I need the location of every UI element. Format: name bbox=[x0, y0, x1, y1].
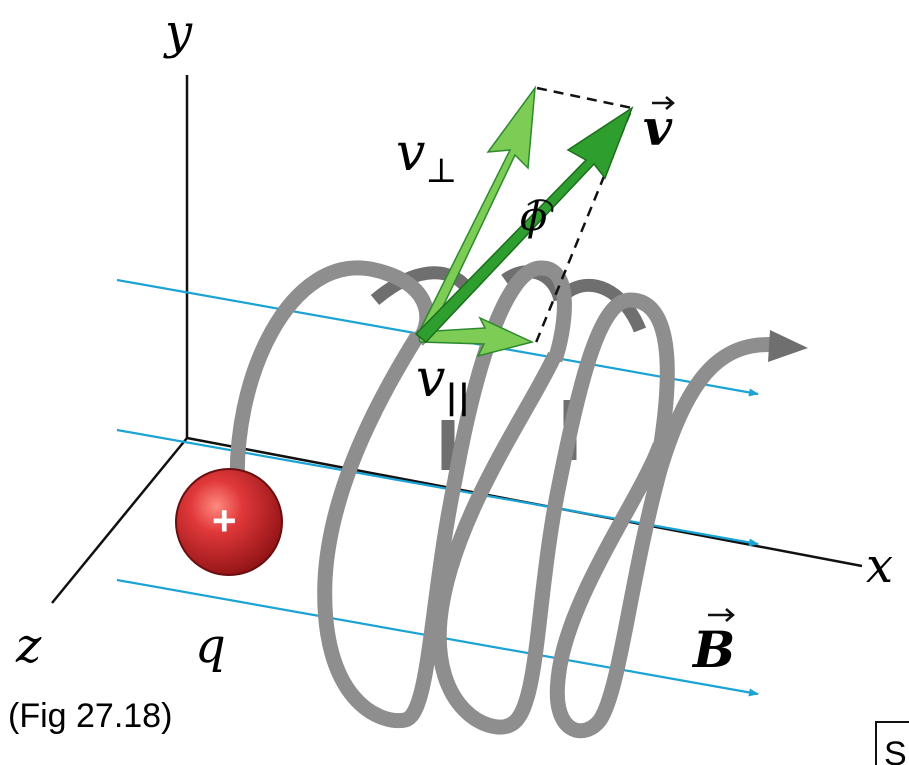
positive-charge: + bbox=[175, 468, 283, 576]
svg-text:B: B bbox=[691, 620, 735, 679]
charge-sphere bbox=[175, 468, 283, 576]
angle-label: ϕ bbox=[520, 194, 547, 240]
figure-caption: (Fig 27.18) bbox=[8, 697, 172, 735]
v-parallel-label: v|| bbox=[416, 349, 470, 417]
charge-label: q bbox=[195, 618, 226, 674]
v-perp-arrow bbox=[416, 85, 536, 339]
x-axis-label: x bbox=[866, 538, 893, 594]
y-axis-label: y bbox=[163, 4, 193, 60]
field-label: B bbox=[691, 608, 735, 679]
z-axis-line bbox=[51, 437, 188, 604]
angle-arc bbox=[527, 199, 554, 213]
helix-arrowhead bbox=[768, 330, 808, 362]
v-parallel-arrow bbox=[417, 316, 535, 358]
v-perp-label: v⊥ bbox=[396, 123, 457, 191]
svg-text:S: S bbox=[884, 735, 907, 765]
corner-box: S bbox=[875, 721, 909, 765]
v-total-arrow bbox=[414, 106, 634, 344]
velocity-label: v bbox=[643, 96, 675, 157]
velocity-vectors bbox=[414, 85, 634, 358]
z-axis-label: z bbox=[15, 618, 42, 674]
vector-arrow-icon bbox=[708, 608, 735, 622]
vector-arrow-icon bbox=[652, 96, 675, 110]
charge-sign: + bbox=[212, 497, 237, 544]
